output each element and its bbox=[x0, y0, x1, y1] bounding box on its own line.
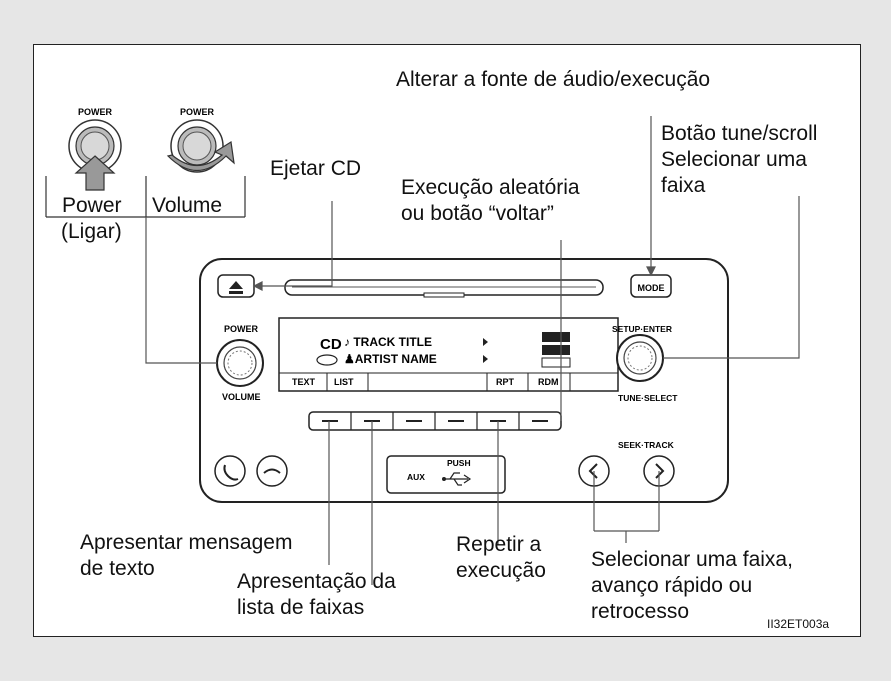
unit-volume-label: VOLUME bbox=[222, 392, 261, 402]
power-volume-knob[interactable] bbox=[216, 339, 264, 387]
label-track-list-1: Apresentação da bbox=[237, 570, 396, 593]
label-repeat-1: Repetir a bbox=[456, 533, 542, 556]
label-audio-source: Alterar a fonte de áudio/execução bbox=[396, 68, 711, 91]
softkey-label-rdm: RDM bbox=[538, 377, 559, 387]
label-volume: Volume bbox=[152, 194, 223, 217]
label-seek-3: retrocesso bbox=[591, 600, 690, 623]
label-track-list-2: lista de faixas bbox=[237, 596, 365, 619]
disc-icon bbox=[316, 354, 338, 366]
chevron-right-icon bbox=[655, 463, 665, 479]
head-unit: MODE POWER VOLUME CD ♪ TRACK TITLE ♟ARTI… bbox=[199, 258, 729, 503]
seek-track-label: SEEK·TRACK bbox=[618, 440, 675, 450]
eject-icon bbox=[229, 281, 243, 294]
phone-pickup-icon bbox=[223, 464, 239, 481]
power-knob-small: POWER bbox=[68, 107, 122, 191]
preset-buttons[interactable] bbox=[308, 411, 562, 431]
label-power-sub: (Ligar) bbox=[61, 220, 122, 243]
unit-setup-enter-label: SETUP·ENTER bbox=[612, 324, 672, 334]
label-text-msg-1: Apresentar mensagem bbox=[80, 531, 293, 554]
unit-power-label: POWER bbox=[224, 324, 259, 334]
display-track-title: ♪ TRACK TITLE bbox=[344, 335, 432, 349]
volume-knob-small: POWER bbox=[166, 107, 235, 173]
phone-pickup-button[interactable] bbox=[214, 455, 246, 487]
status-icons bbox=[542, 332, 570, 342]
label-text-msg-2: de texto bbox=[80, 557, 155, 580]
label-random-1: Execução aleatória bbox=[401, 176, 580, 199]
label-eject: Ejetar CD bbox=[270, 157, 362, 180]
label-repeat-2: execução bbox=[456, 559, 546, 582]
knob-power-small-label: POWER bbox=[78, 107, 113, 117]
label-seek-1: Selecionar uma faixa, bbox=[591, 548, 793, 571]
softkey-label-list: LIST bbox=[334, 377, 354, 387]
softkey-label-text: TEXT bbox=[292, 377, 316, 387]
phone-hangup-button[interactable] bbox=[256, 455, 288, 487]
usb-icon bbox=[444, 472, 472, 486]
push-label: PUSH bbox=[447, 458, 471, 468]
push-arrow-icon bbox=[74, 155, 116, 191]
knob-volume-small-label: POWER bbox=[180, 107, 215, 117]
arrow-right-icon bbox=[483, 338, 488, 363]
label-power: Power bbox=[62, 194, 122, 217]
label-tune-scroll-1: Botão tune/scroll bbox=[661, 122, 818, 145]
aux-label: AUX bbox=[407, 472, 425, 482]
mode-button-label: MODE bbox=[638, 283, 665, 293]
display-source: CD bbox=[320, 336, 342, 353]
label-tune-scroll-2: Selecionar uma bbox=[661, 148, 807, 171]
display-panel: CD ♪ TRACK TITLE ♟ARTIST NAME TEXT LIST … bbox=[278, 317, 619, 392]
display-artist-name: ♟ARTIST NAME bbox=[344, 352, 437, 366]
tune-scroll-knob[interactable] bbox=[616, 334, 664, 382]
phone-hangup-icon bbox=[263, 468, 281, 474]
audio-unit-illustration: POWER POWER MODE POWER bbox=[45, 107, 800, 585]
label-random-2: ou botão “voltar” bbox=[401, 202, 554, 225]
rotate-arrow-icon bbox=[166, 141, 235, 171]
chevron-left-icon bbox=[588, 463, 598, 479]
label-seek-2: avanço rápido ou bbox=[591, 574, 753, 597]
figure-frame: POWER POWER MODE POWER bbox=[33, 44, 861, 637]
figure-code: II32ET003a bbox=[767, 617, 830, 631]
softkey-label-rpt: RPT bbox=[496, 377, 515, 387]
aux-usb-panel[interactable]: AUX PUSH bbox=[386, 455, 506, 494]
leader-lines bbox=[145, 116, 800, 585]
unit-tune-select-label: TUNE·SELECT bbox=[618, 393, 678, 403]
label-tune-scroll-3: faixa bbox=[661, 174, 706, 197]
